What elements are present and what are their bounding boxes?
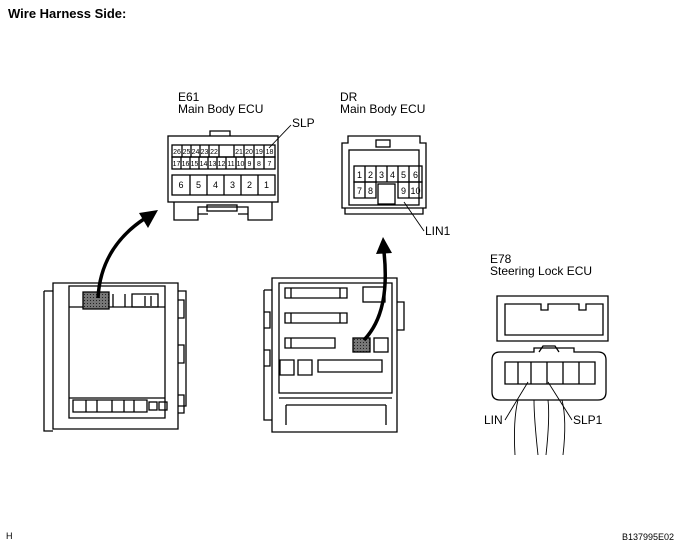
dr-pin-5: 5	[401, 170, 406, 180]
e61-name: Main Body ECU	[178, 102, 264, 116]
e78-name: Steering Lock ECU	[490, 264, 593, 278]
e61-pin-16: 16	[182, 161, 190, 168]
e61-pin-6: 6	[178, 180, 183, 190]
e61-pin-19: 19	[255, 149, 263, 156]
e61-pin-23: 23	[201, 149, 209, 156]
dr-pin-6: 6	[413, 170, 418, 180]
middle-ecu-body	[263, 277, 405, 433]
e61-pin-1: 1	[264, 180, 269, 190]
e78-pin-label-lin: LIN	[484, 413, 503, 427]
e61-pin-22: 22	[210, 149, 218, 156]
e61-pin-3: 3	[230, 180, 235, 190]
left-ecu-body	[43, 282, 187, 432]
arrow-e61	[96, 210, 158, 299]
e61-pin-8: 8	[257, 161, 261, 168]
dr-code: DR	[340, 90, 358, 104]
e61-connector	[167, 124, 292, 221]
dr-pin-1: 1	[357, 170, 362, 180]
e61-pin-18: 18	[266, 149, 274, 156]
e61-pin-13: 13	[209, 161, 217, 168]
e61-pin-5: 5	[196, 180, 201, 190]
dr-pin-label: LIN1	[425, 224, 451, 238]
dr-connector	[341, 135, 427, 232]
e61-pin-2: 2	[247, 180, 252, 190]
dr-pin-3: 3	[379, 170, 384, 180]
dr-pin-4: 4	[390, 170, 395, 180]
e78-connector	[491, 295, 609, 456]
page-title: Wire Harness Side:	[8, 6, 127, 21]
dr-pin-8: 8	[368, 186, 373, 196]
e61-pin-20: 20	[245, 149, 253, 156]
e78-code: E78	[490, 252, 512, 266]
e61-pin-4: 4	[213, 180, 218, 190]
e61-pin-17: 17	[173, 161, 181, 168]
e61-pin-14: 14	[200, 161, 208, 168]
e61-pin-7: 7	[268, 161, 272, 168]
figure-code: B137995E02	[622, 532, 675, 542]
e61-pin-24: 24	[192, 149, 200, 156]
arrow-dr	[362, 237, 392, 342]
dr-name: Main Body ECU	[340, 102, 426, 116]
e61-pin-11: 11	[227, 161, 234, 168]
e61-pin-12: 12	[218, 161, 226, 168]
dr-pin-7: 7	[357, 186, 362, 196]
e61-pin-15: 15	[191, 161, 199, 168]
e61-pin-26: 26	[173, 149, 181, 156]
footer-left-mark: H	[6, 531, 13, 541]
e61-pin-label: SLP	[292, 116, 315, 130]
e61-code: E61	[178, 90, 200, 104]
e61-pin-9: 9	[248, 161, 252, 168]
e78-pin-label-slp1: SLP1	[573, 413, 603, 427]
dr-pin-10: 10	[410, 186, 420, 196]
e61-pin-21: 21	[235, 149, 243, 156]
dr-pin-9: 9	[401, 186, 406, 196]
e61-pin-10: 10	[237, 161, 245, 168]
dr-pin-2: 2	[368, 170, 373, 180]
e61-pin-25: 25	[183, 149, 191, 156]
